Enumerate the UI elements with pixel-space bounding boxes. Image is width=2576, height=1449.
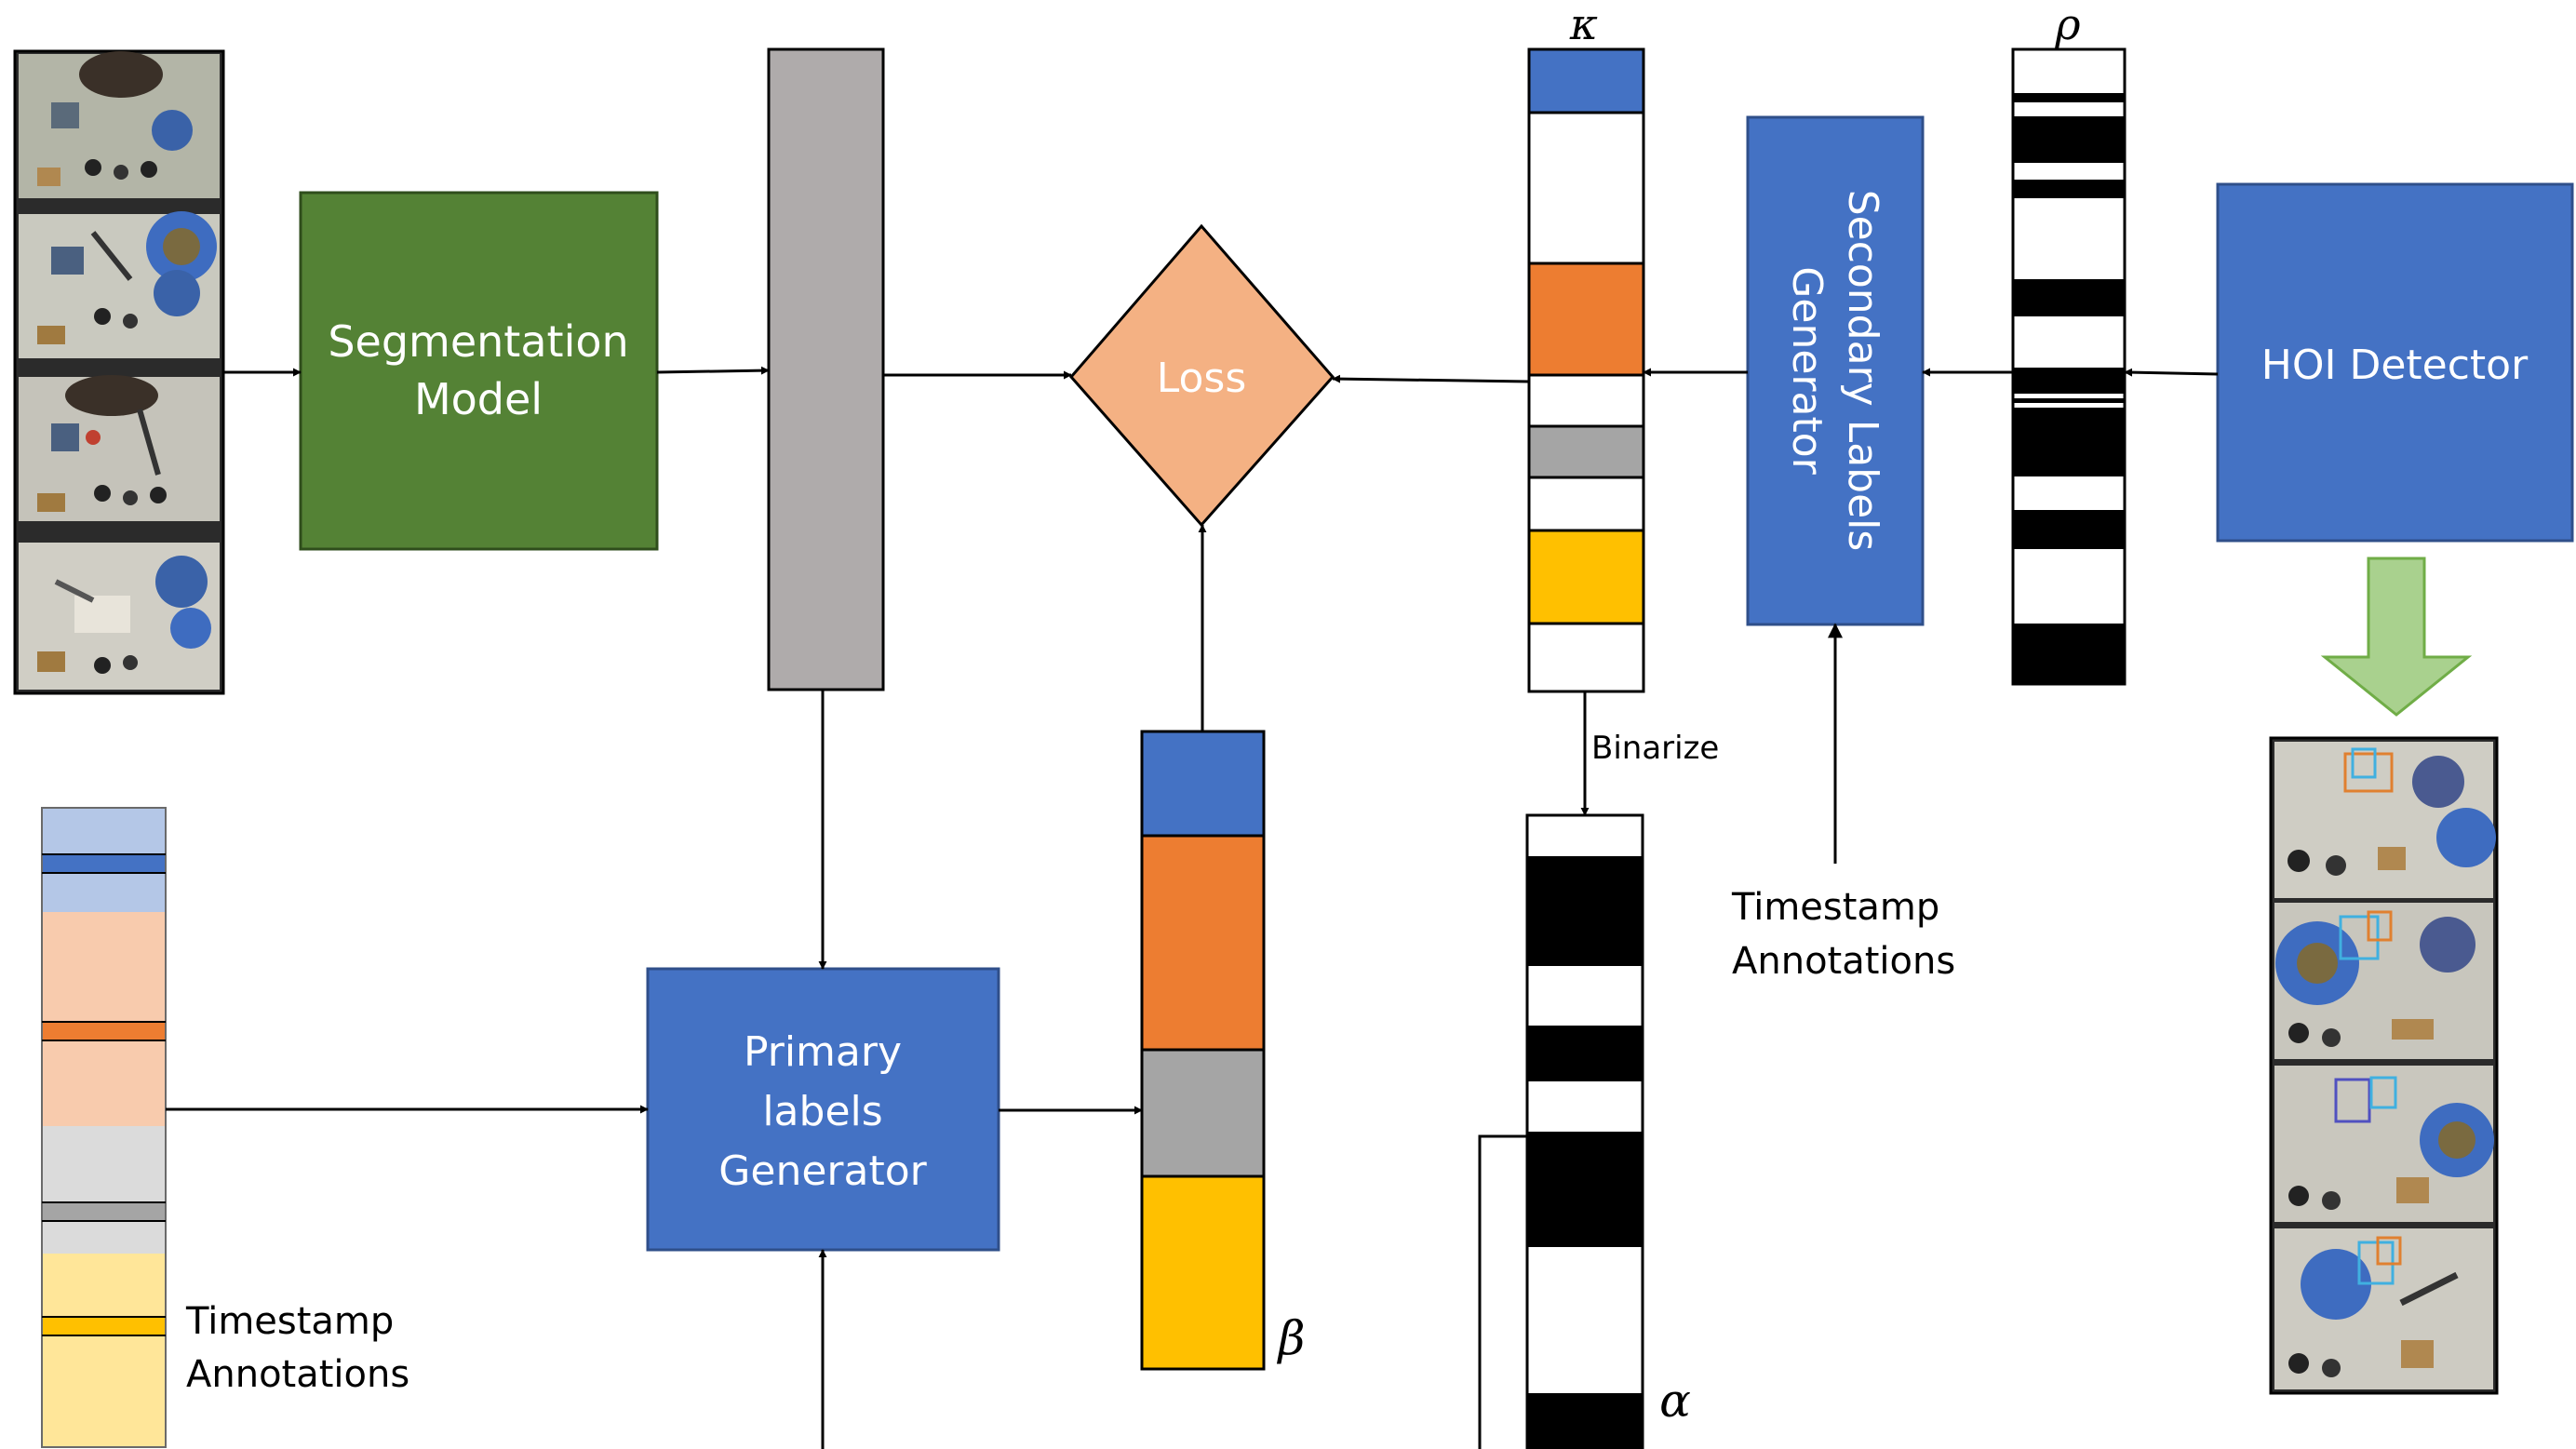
loss-node: Loss <box>1069 223 1335 528</box>
annot-timestamp-blue <box>42 854 166 873</box>
rho-stripe <box>2013 408 2125 476</box>
alpha-stripe <box>1527 856 1643 966</box>
alpha-symbol: α <box>1659 1374 1691 1428</box>
beta-symbol: β <box>1277 1311 1306 1365</box>
primary-labels-generator-label-line2: labels <box>762 1088 882 1135</box>
kappa-segment-orange <box>1527 262 1645 377</box>
beta-segment-gray <box>1140 1048 1266 1178</box>
hoi-detector-rect <box>2216 182 2574 543</box>
secondary-labels-generator-label-line2: Generator <box>1783 266 1831 475</box>
kappa-label-bar: κ <box>1527 0 1645 693</box>
kappa-segment-gray <box>1527 424 1645 479</box>
kappa-segment-yellow <box>1527 529 1645 625</box>
secondary-labels-generator-box: Secondary Labels Generator <box>1746 115 1925 626</box>
primary-labels-generator-label-line1: Primary <box>744 1028 902 1076</box>
timestamp-annotations-left-line2: Annotations <box>186 1353 409 1396</box>
hoi-output-arrow <box>2320 557 2473 717</box>
secondary-labels-generator-label-line1: Secondary Labels <box>1839 190 1886 552</box>
annot-timestamp-orange <box>42 1022 166 1040</box>
annot-segment-light-orange <box>42 912 166 1022</box>
alpha-stripe <box>1527 1393 1643 1449</box>
hoi-frame-2 <box>2274 903 2493 1059</box>
rho-binary-bar: ρ <box>2011 0 2127 686</box>
connectors <box>166 366 2219 1449</box>
segmentation-model-box: Segmentation Model <box>299 191 659 551</box>
beta-segment-orange <box>1140 834 1266 1052</box>
hoi-detection-frames <box>2269 736 2499 1395</box>
rho-stripe <box>2013 116 2125 163</box>
video-frame-1 <box>19 51 220 198</box>
annot-segment-light-yellow <box>42 1335 166 1447</box>
binarize-label: Binarize <box>1591 730 1719 767</box>
segmentation-model-label-line1: Segmentation <box>328 316 628 367</box>
alpha-stripe <box>1527 1026 1643 1081</box>
kappa-symbol: κ <box>1569 0 1598 49</box>
hoi-detector-box: HOI Detector <box>2216 182 2574 543</box>
primary-labels-generator-label-line3: Generator <box>718 1147 927 1195</box>
primary-labels-generator-rect <box>646 967 1000 1252</box>
arrow-kappa-to-loss <box>1332 374 1530 383</box>
loss-label: Loss <box>1157 355 1247 402</box>
hoi-frame-1 <box>2274 742 2496 898</box>
beta-segment-blue <box>1140 730 1266 838</box>
annot-segment-light-orange <box>42 1040 166 1126</box>
arrow-alpha-to-primary <box>818 1134 1527 1449</box>
rho-stripe <box>2013 180 2125 198</box>
arrow-hoi-to-rho <box>2124 368 2219 377</box>
primary-labels-generator-box: Primary labels Generator <box>646 967 1000 1252</box>
segmentation-model-label-line2: Model <box>414 374 543 424</box>
kappa-segment-blue <box>1527 47 1645 114</box>
annot-segment-light-yellow <box>42 1254 166 1317</box>
video-frame-4 <box>19 543 220 690</box>
segmentation-model-rect <box>299 191 659 551</box>
rho-stripe <box>2013 624 2125 684</box>
hoi-frame-4 <box>2274 1228 2493 1389</box>
rho-stripe <box>2013 279 2125 316</box>
alpha-binary-bar: α <box>1525 813 1691 1449</box>
timestamp-annotation-bar <box>41 807 167 1448</box>
timestamp-annotations-right-line1: Timestamp <box>1731 886 1939 929</box>
alpha-stripe <box>1527 1132 1643 1247</box>
hoi-frame-3 <box>2274 1066 2494 1222</box>
beta-segment-yellow <box>1140 1174 1266 1371</box>
video-frame-2 <box>19 211 220 358</box>
annot-segment-light-blue <box>42 873 166 912</box>
rho-stripe <box>2013 368 2125 394</box>
annot-segment-light-blue <box>42 808 166 854</box>
video-frame-3 <box>19 375 220 521</box>
secondary-labels-generator-rect <box>1746 115 1925 626</box>
arrow-segmentation-to-features <box>656 366 770 375</box>
rho-stripe <box>2013 398 2125 403</box>
timestamp-annotations-left-line1: Timestamp <box>185 1300 394 1343</box>
feature-output-bar <box>767 47 885 691</box>
rho-stripe <box>2013 510 2125 549</box>
input-video-frames <box>13 49 225 695</box>
annot-timestamp-yellow <box>42 1317 166 1335</box>
annot-segment-light-gray <box>42 1126 166 1202</box>
annot-timestamp-gray <box>42 1202 166 1221</box>
hoi-detector-label: HOI Detector <box>2261 342 2529 389</box>
rho-symbol: ρ <box>2054 0 2080 49</box>
beta-label-bar: β <box>1140 730 1306 1371</box>
timestamp-annotations-right-line2: Annotations <box>1732 940 1955 983</box>
annot-bar-frame <box>41 807 167 1448</box>
rho-stripe <box>2013 93 2125 102</box>
annot-segment-light-gray <box>42 1221 166 1254</box>
